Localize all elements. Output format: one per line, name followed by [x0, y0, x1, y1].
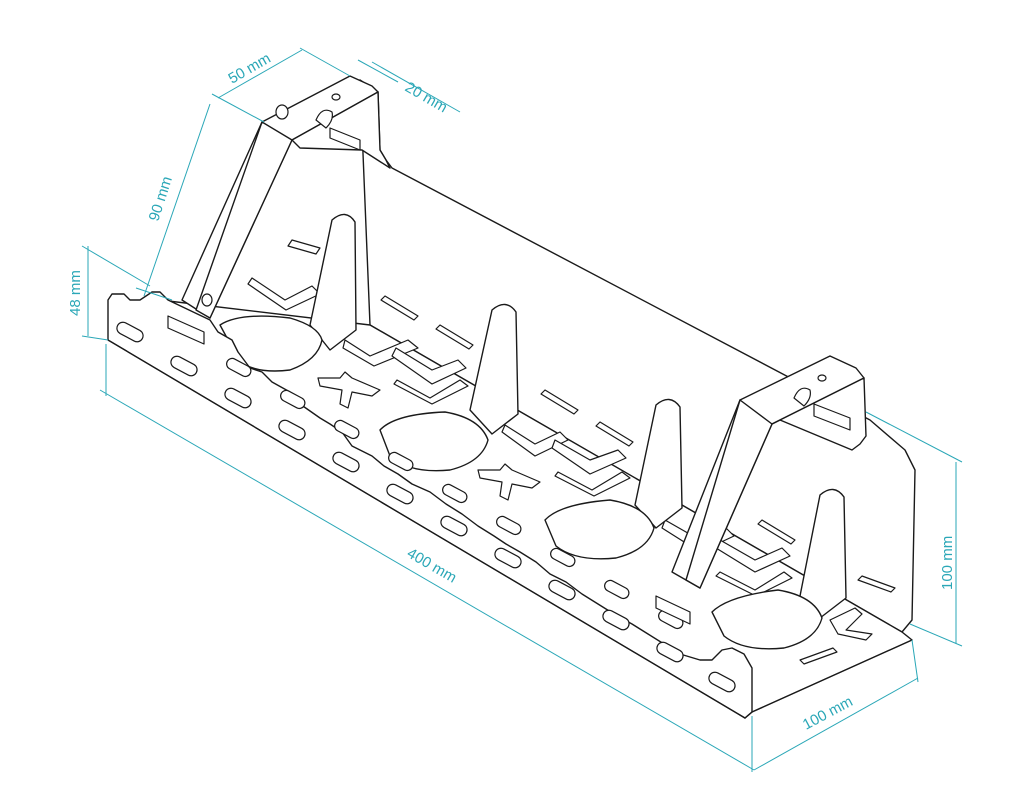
left-bracket	[167, 75, 391, 345]
cable-fingers	[309, 213, 847, 619]
dim-label-50mm: 50 mm	[226, 50, 274, 88]
tray-bottom-edge	[107, 339, 753, 719]
cable-openings	[219, 315, 823, 650]
dim-label-20mm: 20 mm	[402, 79, 450, 117]
right-bracket	[655, 355, 867, 625]
tray-front-wall	[107, 291, 753, 719]
dim-label-48mm: 48 mm	[67, 270, 84, 316]
dim-label-400mm: 400 mm	[404, 545, 459, 587]
dim-label-100mm-height: 100 mm	[939, 536, 956, 590]
dim-48mm: 48 mm	[67, 245, 151, 341]
cable-tray	[107, 75, 916, 719]
floor-slots	[247, 239, 896, 665]
dim-100mm-height: 100 mm	[865, 411, 963, 647]
front-wall-holes	[116, 321, 736, 693]
dim-label-100mm-width: 100 mm	[800, 693, 856, 733]
